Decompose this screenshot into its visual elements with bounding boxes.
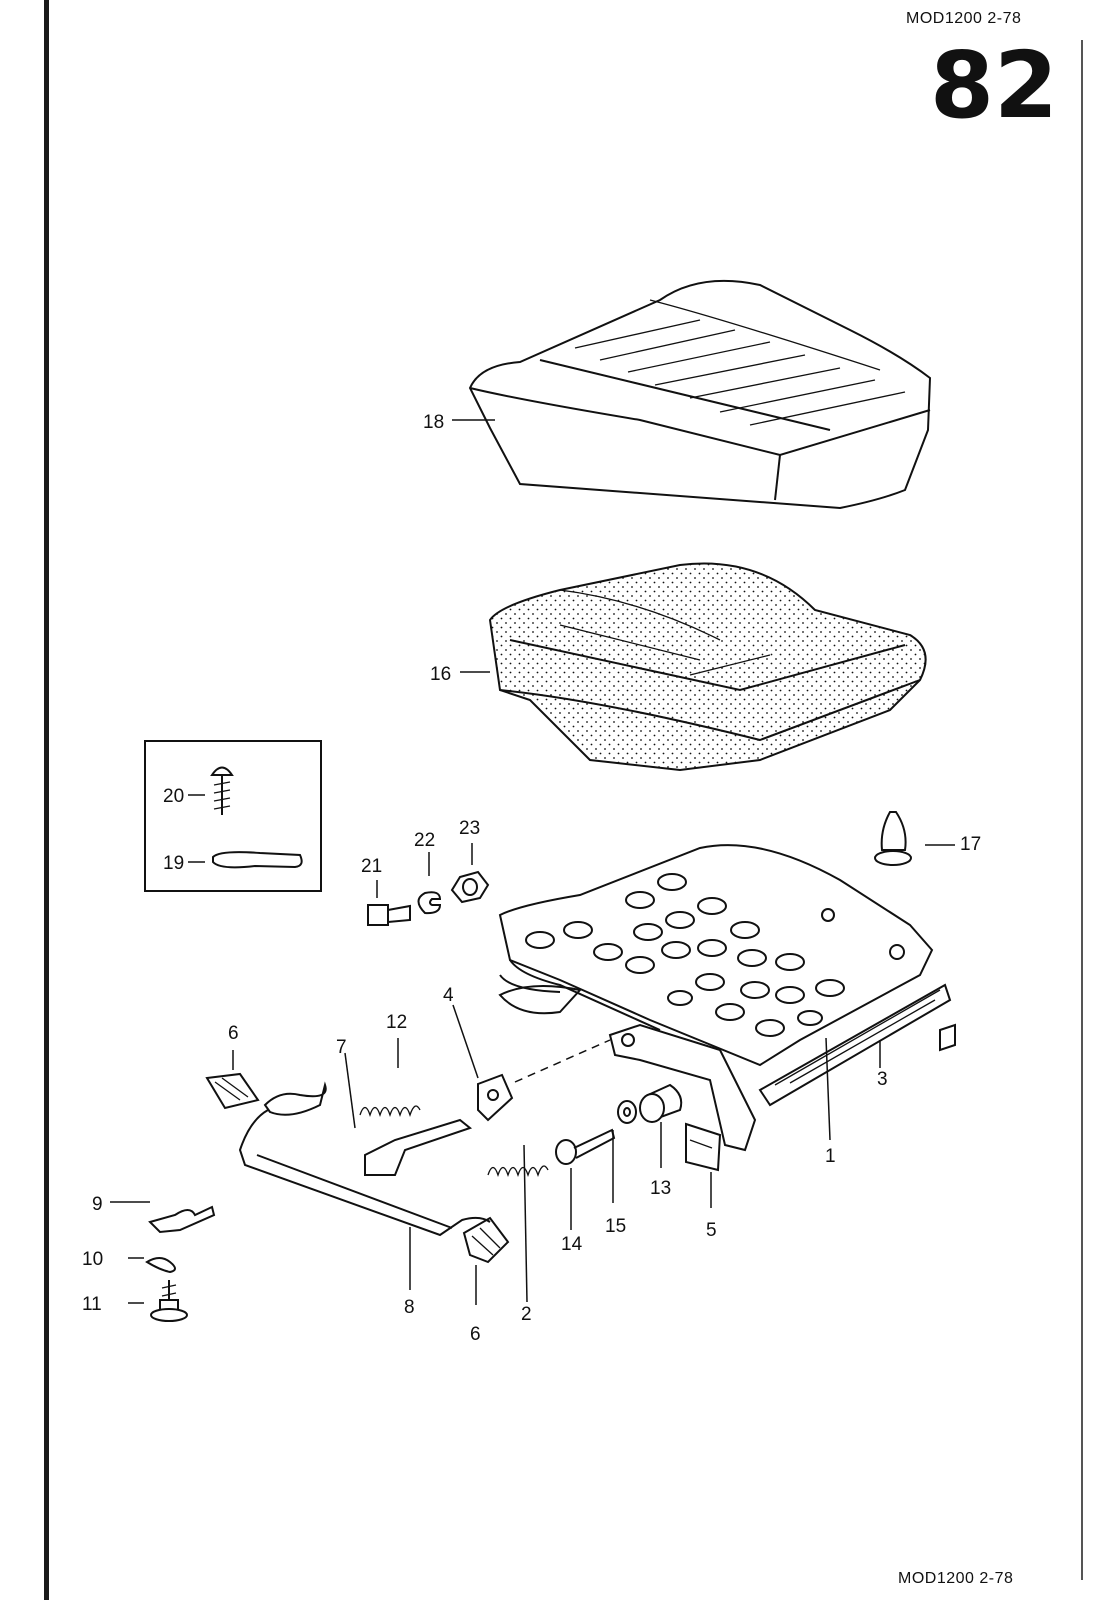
spring-and-pin-drawing bbox=[359, 1105, 473, 1176]
callout-leaders bbox=[110, 419, 955, 1305]
seat-cover-drawing bbox=[468, 279, 932, 510]
callout-labels: 18 16 17 20 19 21 22 23 6 7 12 4 3 1 9 1… bbox=[82, 412, 981, 1345]
callout-13: 13 bbox=[650, 1178, 671, 1199]
adjuster-rod-drawing bbox=[238, 1081, 491, 1237]
page-right-edge bbox=[1081, 40, 1083, 1580]
callout-8: 8 bbox=[404, 1297, 415, 1318]
footer-model-code: MOD1200 2-78 bbox=[898, 1570, 1014, 1587]
plate-and-spring-drawing bbox=[477, 1039, 611, 1178]
callout-20: 20 bbox=[163, 786, 184, 807]
callout-4: 4 bbox=[443, 985, 454, 1006]
callout-6-upper: 6 bbox=[228, 1023, 239, 1044]
end-caps-drawing bbox=[205, 1072, 510, 1264]
bolt-washer-nut-drawing bbox=[367, 870, 490, 926]
callout-11: 11 bbox=[82, 1294, 102, 1315]
callout-6-lower: 6 bbox=[470, 1324, 481, 1345]
callout-14: 14 bbox=[561, 1234, 583, 1255]
callout-18: 18 bbox=[423, 412, 444, 433]
page-number: 82 bbox=[930, 32, 1059, 139]
callout-12: 12 bbox=[386, 1012, 407, 1033]
callout-7: 7 bbox=[336, 1037, 347, 1058]
callout-21: 21 bbox=[361, 856, 382, 877]
binding-edge bbox=[44, 0, 49, 1600]
callout-5: 5 bbox=[706, 1220, 717, 1241]
callout-1: 1 bbox=[825, 1146, 836, 1167]
bracket-nut-screw-drawing bbox=[145, 1205, 216, 1322]
callout-2: 2 bbox=[521, 1304, 532, 1325]
callout-9: 9 bbox=[92, 1194, 103, 1215]
callout-3: 3 bbox=[877, 1069, 888, 1090]
screw-washer-knob-clip-drawing bbox=[555, 1083, 722, 1172]
header-model-code: MOD1200 2-78 bbox=[906, 10, 1022, 27]
callout-17: 17 bbox=[960, 834, 981, 855]
callout-23: 23 bbox=[459, 818, 480, 839]
callout-16: 16 bbox=[430, 664, 451, 685]
callout-22: 22 bbox=[414, 830, 435, 851]
callout-10: 10 bbox=[82, 1249, 103, 1270]
callout-15: 15 bbox=[605, 1216, 626, 1237]
callout-19: 19 bbox=[163, 853, 184, 874]
seat-frame-drawing bbox=[498, 844, 956, 1152]
seat-pad-drawing bbox=[488, 562, 927, 772]
fastener-inset-box bbox=[144, 740, 322, 892]
clip-17-drawing bbox=[874, 811, 912, 866]
